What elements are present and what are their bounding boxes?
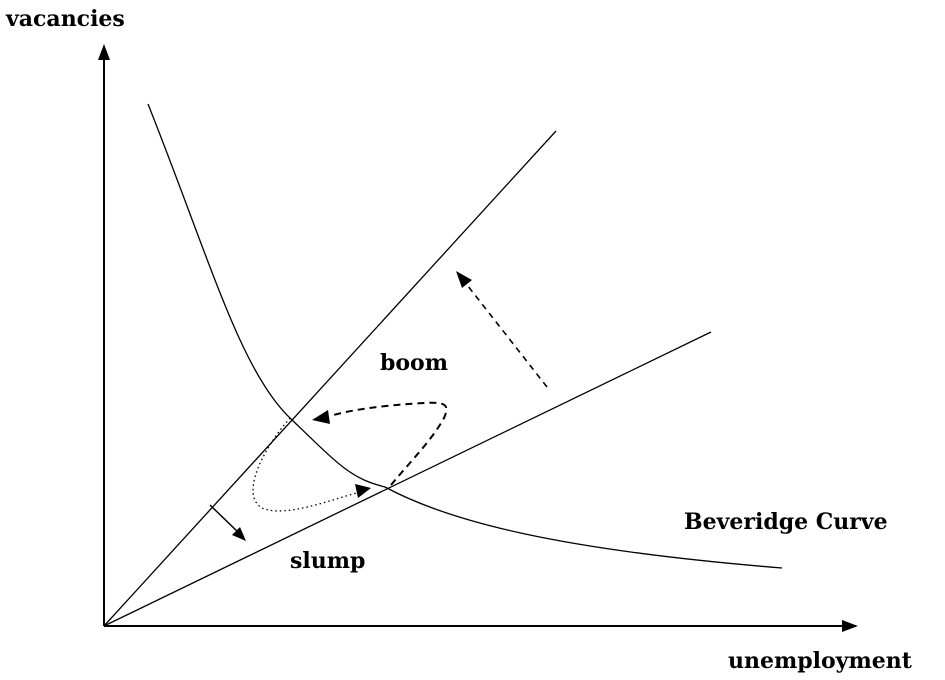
shift-arrow-dashed-head <box>456 271 472 288</box>
steep-ray <box>103 130 557 627</box>
shift-arrow-dashed <box>463 280 548 388</box>
beveridge-curve <box>147 103 783 569</box>
beveridge-curve-label: Beveridge Curve <box>684 509 888 535</box>
shallow-ray <box>103 331 712 627</box>
y-axis-arrowhead <box>98 44 110 60</box>
slump-label: slump <box>290 548 366 574</box>
dotted-cycle-arrowhead <box>355 484 371 498</box>
x-axis-arrowhead <box>842 620 858 632</box>
rotation-arrow-head <box>232 527 246 541</box>
dotted-cycle-path <box>252 417 361 512</box>
dashed-cycle-arrowhead <box>312 410 330 424</box>
rotation-arrow <box>209 504 241 535</box>
boom-label: boom <box>380 350 449 376</box>
x-axis-label: unemployment <box>728 648 912 674</box>
dashed-cycle-path <box>329 401 448 486</box>
y-axis-label: vacancies <box>6 6 125 32</box>
